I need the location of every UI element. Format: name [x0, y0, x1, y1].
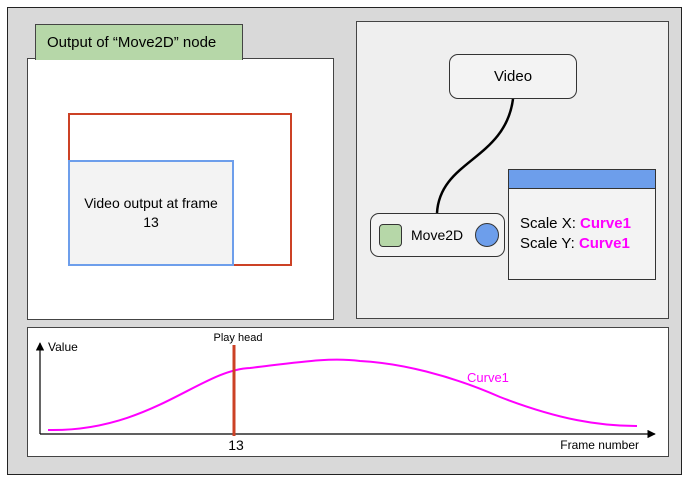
node-parameters-panel: Scale X: Curve1 Scale Y: Curve1: [508, 169, 656, 280]
scale-y-parameter[interactable]: Scale Y: Curve1: [509, 235, 655, 252]
output-viewer-tab[interactable]: Output of “Move2D” node: [35, 24, 243, 60]
node-output-port-icon[interactable]: [475, 223, 499, 247]
node-input-port-icon[interactable]: [379, 224, 402, 247]
video-output-label: Video output at frame 13: [84, 195, 218, 230]
video-node-label: Video: [493, 68, 533, 85]
parameters-panel-header: [509, 170, 655, 189]
move2d-node-label: Move2D: [411, 227, 464, 243]
scale-x-value[interactable]: Curve1: [580, 215, 631, 232]
curve-editor-panel: [27, 327, 669, 457]
scale-y-value[interactable]: Curve1: [578, 235, 630, 252]
video-output-frame: Video output at frame 13: [68, 160, 234, 266]
video-node[interactable]: Video: [449, 54, 577, 99]
play-head-frame-number: 13: [228, 437, 244, 453]
scale-x-parameter[interactable]: Scale X: Curve1: [509, 215, 655, 232]
animation-curve[interactable]: [47, 358, 638, 432]
x-axis-label: Frame number: [560, 438, 639, 452]
curve-label: Curve1: [467, 370, 509, 385]
scale-y-label: Scale Y:: [520, 235, 575, 252]
y-axis-label: Value: [48, 340, 78, 354]
scale-x-label: Scale X:: [520, 215, 576, 232]
move2d-node[interactable]: Move2D: [370, 213, 505, 257]
video-to-move2d-connection: [435, 98, 515, 214]
play-head-label: Play head: [214, 332, 263, 344]
